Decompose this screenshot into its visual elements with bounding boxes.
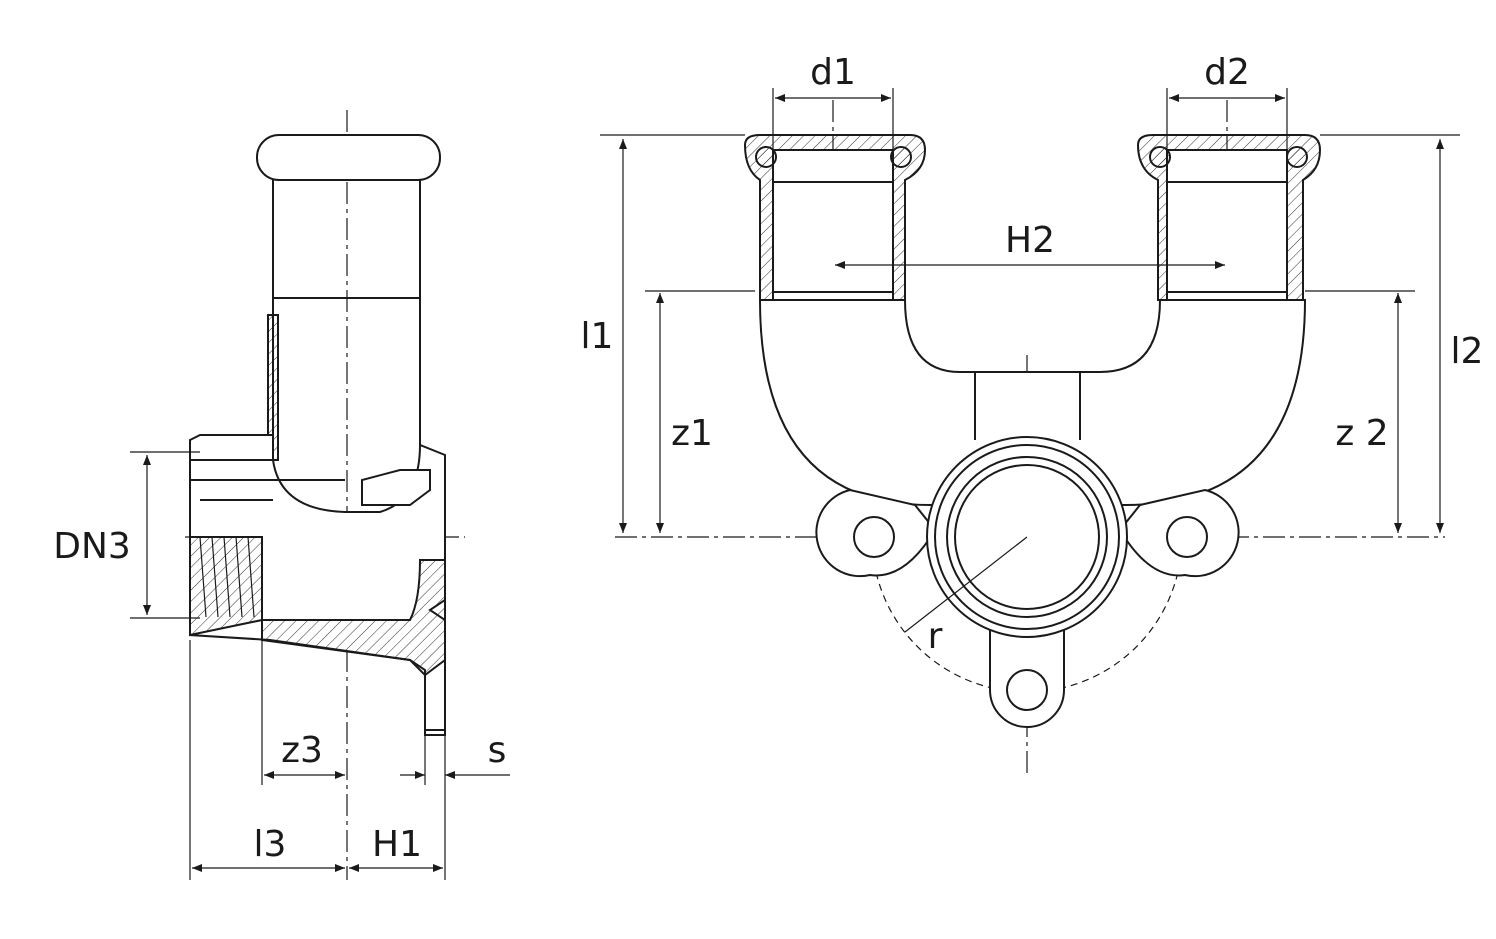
l1-label: l1 xyxy=(581,316,614,357)
r-label: r xyxy=(928,616,943,657)
o-ring-icon xyxy=(755,146,777,168)
socket-left xyxy=(743,134,927,301)
radius-line xyxy=(904,536,1028,633)
l3-label: l3 xyxy=(254,824,287,865)
socket-right xyxy=(1136,134,1322,301)
press-socket-cap xyxy=(256,134,441,181)
front-view: r d1 d2 H2 l1 z1 l2 z 2 xyxy=(581,52,1484,775)
z3-label: z3 xyxy=(281,730,323,771)
u-bend-body xyxy=(758,299,1307,506)
d1-label: d1 xyxy=(810,52,856,93)
s-label: s xyxy=(488,730,507,771)
outlet-bore xyxy=(946,456,1108,618)
z1-label: z1 xyxy=(671,413,713,454)
flange-clip xyxy=(361,469,431,506)
side-view: DN3 z3 s l3 H1 xyxy=(53,110,510,880)
o-ring-icon xyxy=(1149,146,1171,168)
h1-label: H1 xyxy=(372,824,422,865)
mounting-lug-right xyxy=(1118,488,1240,578)
dn3-label: DN3 xyxy=(53,526,131,567)
d2-label: d2 xyxy=(1204,52,1250,93)
z2-label: z 2 xyxy=(1335,413,1388,454)
o-ring-icon xyxy=(1286,146,1308,168)
mounting-lug-left xyxy=(815,488,937,578)
elbow-wall-section xyxy=(261,559,446,677)
thread-section xyxy=(189,536,263,637)
h2-label: H2 xyxy=(1005,220,1055,261)
l2-label: l2 xyxy=(1451,331,1484,372)
o-ring-icon xyxy=(890,146,912,168)
